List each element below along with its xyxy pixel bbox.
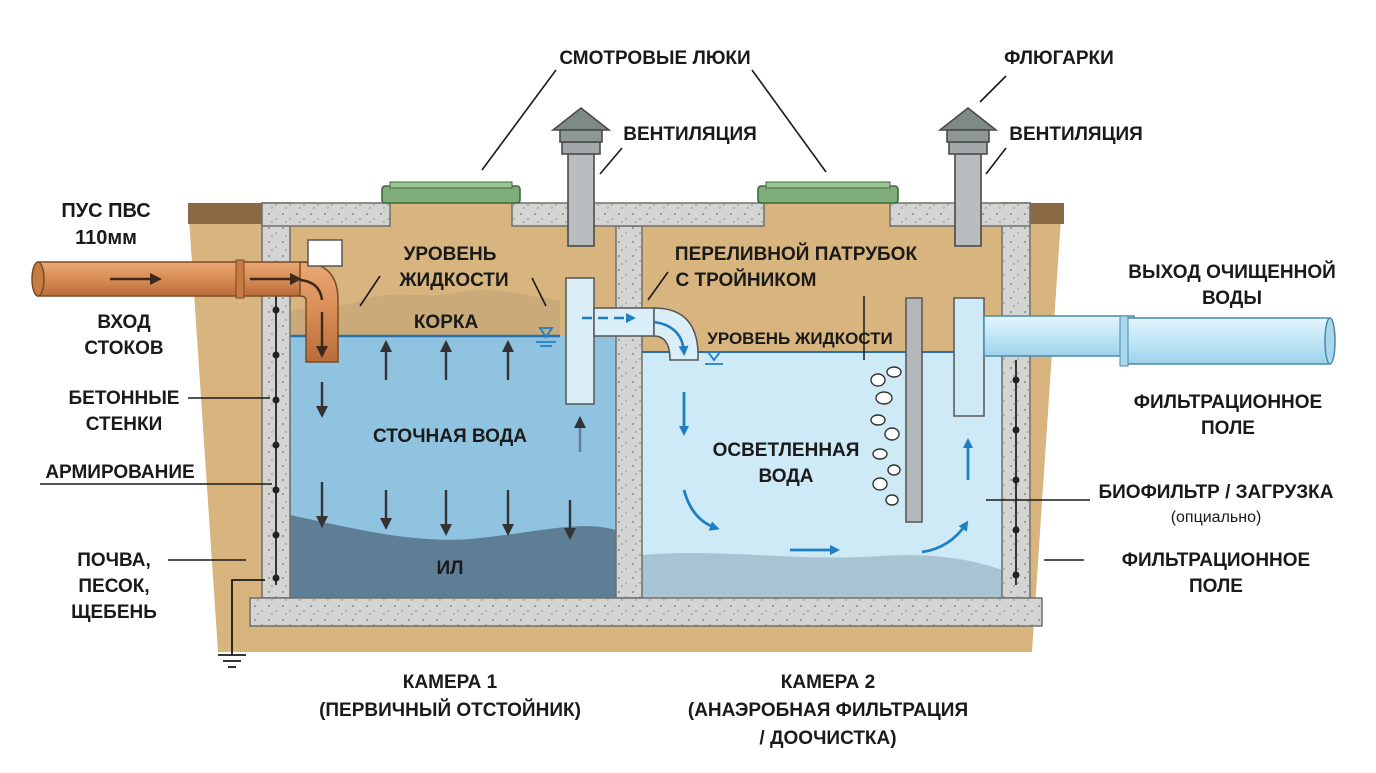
sewage-water-label: СТОЧНАЯ ВОДА (373, 426, 527, 447)
ventilation-pipes (550, 106, 999, 247)
chamber-2-subtitle-2: / ДООЧИСТКА) (759, 728, 896, 749)
chamber-1-subtitle: (ПЕРВИЧНЫЙ ОТСТОЙНИК) (319, 699, 581, 721)
base-slab (249, 597, 1043, 627)
sludge-label: ИЛ (437, 558, 464, 579)
biofilter-label: БИОФИЛЬТР / ЗАГРУЗКА (1098, 482, 1333, 503)
outlet-label-2: ВОДЫ (1202, 288, 1262, 309)
crust-label: КОРКА (414, 312, 479, 333)
overflow-label-1: ПЕРЕЛИВНОЙ ПАТРУБОК (675, 243, 918, 265)
leader-lines (40, 69, 1090, 561)
reinforcement-rebar (272, 290, 1020, 585)
filtration-field-label-2b: ПОЛЕ (1189, 576, 1243, 597)
baffle-plate (905, 297, 923, 523)
chamber-2-title: КАМЕРА 2 (781, 672, 875, 693)
pipe-spec-label-1: ПУС ПВС (61, 200, 150, 222)
liquid-level-label-2: УРОВЕНЬ ЖИДКОСТИ (707, 329, 893, 348)
sludge-layer (290, 515, 616, 598)
inlet-pipe (31, 239, 343, 363)
overflow-label-2: С ТРОЙНИКОМ (675, 269, 816, 291)
clarified-water-label-2: ВОДА (758, 466, 813, 487)
clarified-water-label-1: ОСВЕТЛЕННАЯ (713, 440, 860, 461)
ventilation-label-1: ВЕНТИЛЯЦИЯ (623, 124, 757, 145)
liquid-level-label-1b: ЖИДКОСТИ (398, 270, 508, 291)
inspection-hatches (381, 181, 899, 204)
partition-wall (615, 225, 643, 599)
soil-label-3: ЩЕБЕНЬ (71, 602, 157, 623)
liquid-level-markers (536, 327, 723, 365)
outlet-label-1: ВЫХОД ОЧИЩЕННОЙ (1128, 261, 1336, 283)
ventilation-label-2: ВЕНТИЛЯЦИЯ (1009, 124, 1143, 145)
reinforcement-label: АРМИРОВАНИЕ (45, 462, 194, 483)
liquid-level-label-1a: УРОВЕНЬ (404, 244, 497, 265)
pipe-spec-label-2: 110мм (75, 227, 137, 249)
concrete-walls-label-2: СТЕНКИ (86, 414, 163, 435)
outlet-pipe (953, 297, 1336, 417)
chamber-2-contents (642, 351, 1002, 598)
inlet-label-1: ВХОД (97, 312, 151, 333)
ground-icon (218, 579, 265, 668)
biofilter (863, 296, 923, 523)
crust-layer (290, 289, 560, 336)
chamber-2-subtitle-1: (АНАЭРОБНАЯ ФИЛЬТРАЦИЯ (688, 700, 968, 721)
weather-vanes-label: ФЛЮГАРКИ (1004, 48, 1114, 69)
settling-arrows (316, 340, 576, 540)
overflow-pipe (565, 277, 699, 452)
filtration-field-label-1b: ПОЛЕ (1201, 418, 1255, 439)
filtration-field-label-2a: ФИЛЬТРАЦИОННОЕ (1122, 550, 1310, 571)
soil-label-2: ПЕСОК, (78, 576, 149, 597)
inlet-label-2: СТОКОВ (84, 338, 163, 359)
optional-label: (опциально) (1171, 509, 1262, 526)
concrete-walls-label-1: БЕТОННЫЕ (69, 388, 180, 409)
chamber-1-title: КАМЕРА 1 (403, 672, 498, 693)
sediment-layer (642, 552, 1002, 598)
inspection-hatches-label: СМОТРОВЫЕ ЛЮКИ (559, 48, 750, 69)
soil-label-1: ПОЧВА, (77, 550, 151, 571)
filter-media-icon (870, 366, 902, 506)
filtration-field-label-1a: ФИЛЬТРАЦИОННОЕ (1134, 392, 1322, 413)
